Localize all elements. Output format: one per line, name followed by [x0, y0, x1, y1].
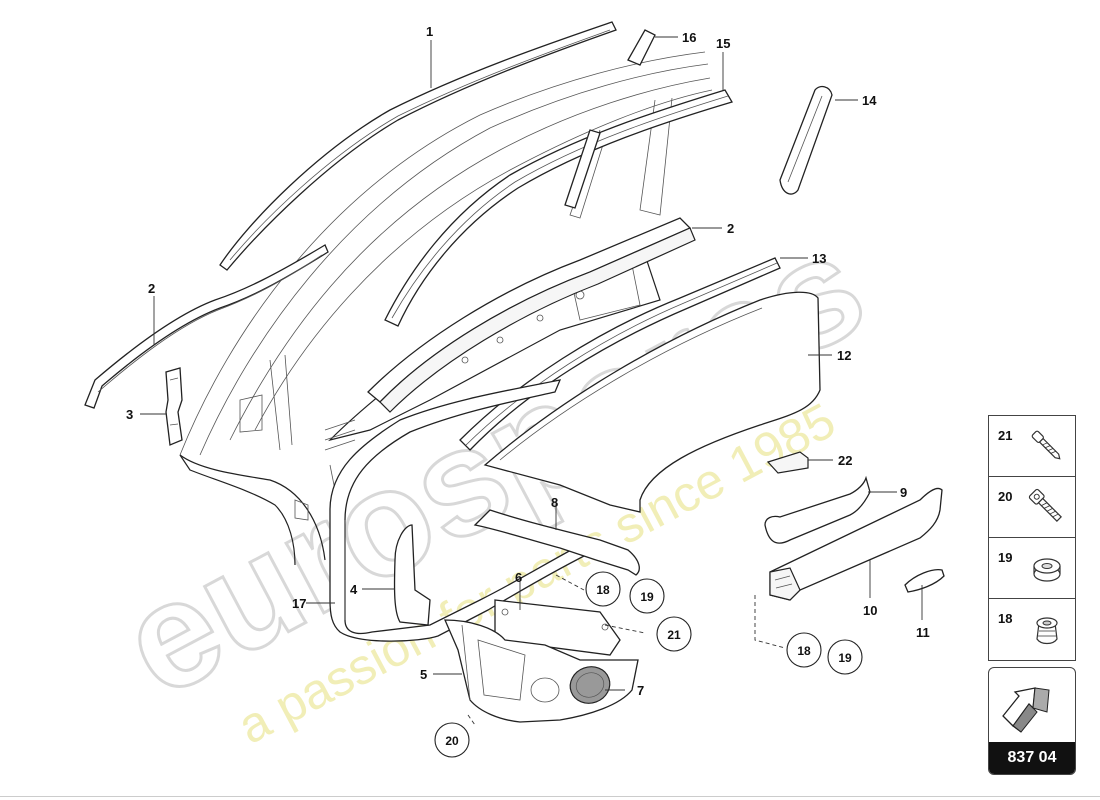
- legend-row-18: 18: [989, 599, 1075, 659]
- arrow-icon: [1002, 687, 1050, 733]
- callout-14: 14: [862, 93, 877, 108]
- callout-16: 16: [682, 30, 696, 45]
- part-12-door-panel-upper: [483, 291, 821, 513]
- clip-icon: [1036, 617, 1058, 645]
- part-9-armrest-cover: [764, 475, 871, 544]
- ref-19-a: 19: [640, 590, 654, 604]
- callout-2-left: 2: [148, 281, 155, 296]
- part-7-speaker-grille: [569, 666, 611, 704]
- ref-19-b: 19: [838, 651, 852, 665]
- ref-18-a: 18: [596, 583, 610, 597]
- part-14-pillar-trim: [779, 85, 833, 195]
- legend-number: 19: [998, 550, 1013, 565]
- part-22-clip: [766, 451, 809, 474]
- callout-12: 12: [837, 348, 851, 363]
- legend-row-19: 19: [989, 538, 1075, 599]
- part-13-belt-seal: [459, 257, 781, 451]
- callout-6: 6: [515, 570, 522, 585]
- legend-row-20: 20: [989, 477, 1075, 538]
- callout-1: 1: [426, 24, 433, 39]
- callout-3: 3: [126, 407, 133, 422]
- callout-17: 17: [292, 596, 306, 611]
- part-15-window-frame-seal: [384, 89, 733, 327]
- callout-5: 5: [420, 667, 427, 682]
- part-4-pull-handle: [393, 524, 431, 626]
- legend-number: 21: [998, 428, 1013, 443]
- callout-11: 11: [916, 625, 930, 640]
- part-10-armrest: [769, 487, 943, 601]
- callout-4: 4: [350, 582, 358, 597]
- part-1-roof-seal: [219, 21, 617, 271]
- page-reference[interactable]: 837 04: [988, 667, 1076, 775]
- part-3-bracket: [165, 367, 183, 446]
- part-11-end-cap: [904, 569, 945, 593]
- callout-7: 7: [637, 683, 644, 698]
- part-2-sill-seal: [367, 217, 696, 413]
- nut-icon: [1033, 558, 1061, 582]
- ref-21: 21: [667, 628, 681, 642]
- callout-22: 22: [838, 453, 852, 468]
- callout-8: 8: [551, 495, 558, 510]
- ref-20: 20: [445, 734, 459, 748]
- part-2-pillar-seal: [84, 244, 329, 409]
- part-8-armrest-trim: [473, 509, 640, 576]
- callout-2-right: 2: [727, 221, 734, 236]
- legend-number: 18: [998, 611, 1013, 626]
- screw-icon: [1031, 430, 1061, 460]
- ref-18-b: 18: [797, 644, 811, 658]
- door-frame-structure: [179, 51, 713, 566]
- callout-labels: 1 2 2 3 4 5 6 7 8 9 10 11 12 13 14 15 16…: [126, 24, 930, 698]
- callout-13: 13: [812, 251, 826, 266]
- part-16-seal: [564, 29, 656, 209]
- legend-number: 20: [998, 489, 1013, 504]
- part-17-door-panel: [329, 379, 602, 642]
- callout-10: 10: [863, 603, 877, 618]
- circled-references: 18 19 21 20 18 19: [434, 571, 863, 758]
- fastener-legend: 21 20 19 18: [988, 415, 1076, 661]
- divider: [0, 796, 1100, 797]
- bolt-icon: [1028, 488, 1062, 522]
- leader-lines: [140, 36, 923, 726]
- callout-15: 15: [716, 36, 730, 51]
- legend-row-21: 21: [989, 416, 1075, 477]
- page-number: 837 04: [989, 742, 1075, 774]
- callout-9: 9: [900, 485, 907, 500]
